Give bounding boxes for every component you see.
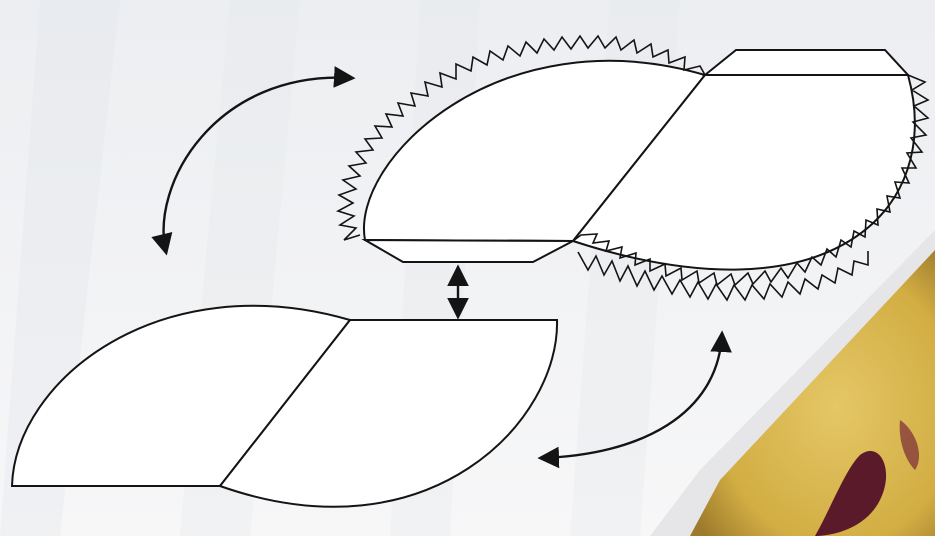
upper-right-strip	[702, 49, 911, 76]
upper-left-segment	[362, 59, 707, 243]
lower-left-segment	[10, 304, 352, 487]
arrows	[151, 66, 732, 469]
upper-pastry-pieces	[335, 34, 930, 302]
curved-double-arrow-icon	[151, 66, 356, 256]
upper-right-fluted-edge	[572, 74, 930, 287]
curved-double-arrow-icon	[537, 330, 732, 469]
lower-right-fluted-underside	[577, 251, 869, 302]
upper-left-strip	[361, 238, 574, 263]
upper-right-segment	[571, 74, 916, 271]
